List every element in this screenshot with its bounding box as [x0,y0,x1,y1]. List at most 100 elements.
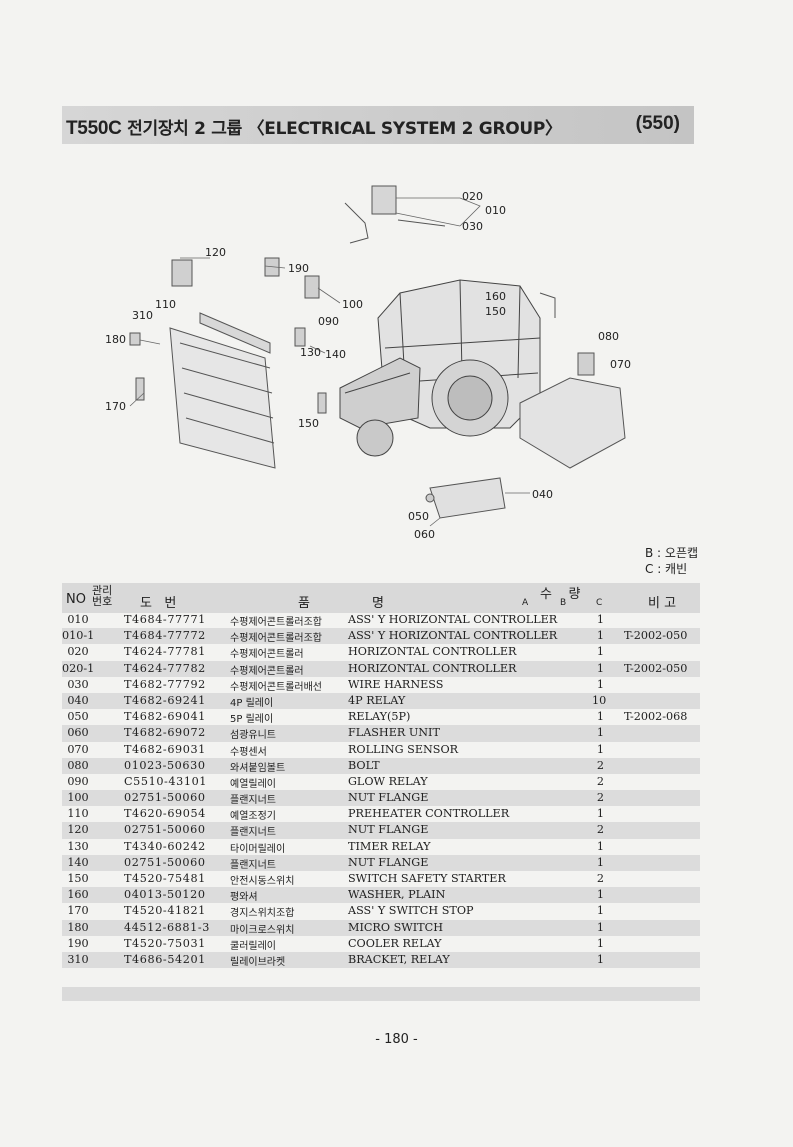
cell-no: 060 [67,726,89,740]
label-050: 050 [408,510,429,523]
cell-qc: 10 [592,693,607,707]
cell-ko: 플랜지너트 [230,859,276,871]
tractor-illustration [339,279,541,457]
cell-qc: 1 [596,952,604,966]
col-name-a: 품 [298,596,310,611]
cell-part: T4684-77771 [124,613,206,626]
cell-part: T4684-77772 [124,629,206,643]
label-150-b: 150 [298,417,319,430]
cell-ko: 플랜지너트 [230,827,276,839]
cell-part: T4682-69241 [124,693,206,707]
cell-part: T4686-54201 [124,952,206,966]
cell-no: 120 [67,823,89,837]
cell-no: 040 [67,693,89,707]
cell-ko: 쿨러릴레이 [230,940,276,952]
cell-no: 010-1 [62,629,95,643]
cell-qc: 2 [596,872,604,885]
cell-ko: 타이머릴레이 [230,843,286,855]
cell-en: WASHER, PLAIN [348,888,446,902]
cell-qc: 2 [596,823,604,837]
label-090: 090 [318,315,339,328]
cell-en: BRACKET, RELAY [348,952,450,966]
cell-rem: T-2002-068 [624,710,688,724]
label-120: 120 [205,246,226,259]
label-080: 080 [598,330,619,343]
label-190: 190 [288,262,309,275]
cell-part: T4624-77782 [124,661,206,675]
rolling-sensor-illustration [519,292,626,469]
cell-ko: 수평제어콘트롤러 [230,649,304,661]
cell-no: 140 [67,855,89,869]
label-150-a: 150 [485,305,506,318]
cell-en: TIMER RELAY [348,839,431,853]
cell-no: 010 [67,613,89,626]
cell-part: 01023-50630 [124,758,206,772]
cell-rem: T-2002-050 [624,629,688,643]
cell-qc: 1 [596,645,604,659]
cell-ko: 수평센서 [230,746,267,758]
cell-en: PREHEATER CONTROLLER [348,807,510,821]
col-no: NO [66,592,86,607]
cell-qc: 1 [596,936,604,950]
cell-ko: 플랜지너트 [230,795,276,807]
cell-part: T4682-69072 [124,726,206,740]
col-qty-b: B [560,598,567,608]
cell-ko: 예열릴레이 [230,778,276,790]
cell-qc: 1 [596,888,604,902]
page-number: - 180 - [375,1032,418,1047]
cell-qc: 1 [596,839,604,853]
label-070: 070 [610,358,631,371]
cell-part: 44512-6881-3 [124,920,210,934]
cell-ko: 안전시동스위치 [230,876,295,887]
cell-qc: 1 [596,629,604,643]
cell-no: 310 [67,952,89,966]
cell-en: GLOW RELAY [348,774,428,788]
cell-en: MICRO SWITCH [348,920,443,934]
cell-en: HORIZONTAL CONTROLLER [348,661,517,675]
col-qty-a: A [522,598,529,608]
cell-no: 080 [67,758,89,772]
cell-en: WIRE HARNESS [348,677,444,691]
cell-qc: 2 [596,758,604,772]
legend: B : 오픈캡 C : 캐빈 [645,545,698,577]
cell-en: RELAY(5P) [348,710,411,724]
cell-part: T4620-69054 [124,807,206,821]
cell-part: T4520-41821 [124,904,206,918]
cell-qc: 1 [596,920,604,934]
cell-part: T4682-77792 [124,677,206,691]
label-110: 110 [155,298,176,311]
cell-part: T4520-75031 [124,936,206,950]
cell-no: 020 [67,645,89,659]
label-020: 020 [462,190,483,203]
cell-qc: 1 [596,613,604,626]
col-name-b: 명 [372,596,384,611]
cell-part: T4682-69031 [124,742,206,756]
cell-en: ASS' Y HORIZONTAL CONTROLLER [348,629,558,643]
col-qty-c: C [596,598,603,608]
label-310: 310 [132,309,153,322]
cell-part: C5510-43101 [124,774,208,788]
cell-no: 170 [67,904,89,918]
cell-en: COOLER RELAY [348,936,442,950]
cell-no: 020-1 [62,661,95,675]
cell-no: 030 [67,677,89,691]
col-part: 도 번 [140,596,177,611]
cell-en: SWITCH SAFETY STARTER [348,872,506,885]
cell-qc: 1 [596,855,604,869]
cell-qc: 1 [596,904,604,918]
label-140: 140 [325,348,346,361]
cell-en: NUT FLANGE [348,823,429,837]
table-footer-bar [62,987,700,1001]
